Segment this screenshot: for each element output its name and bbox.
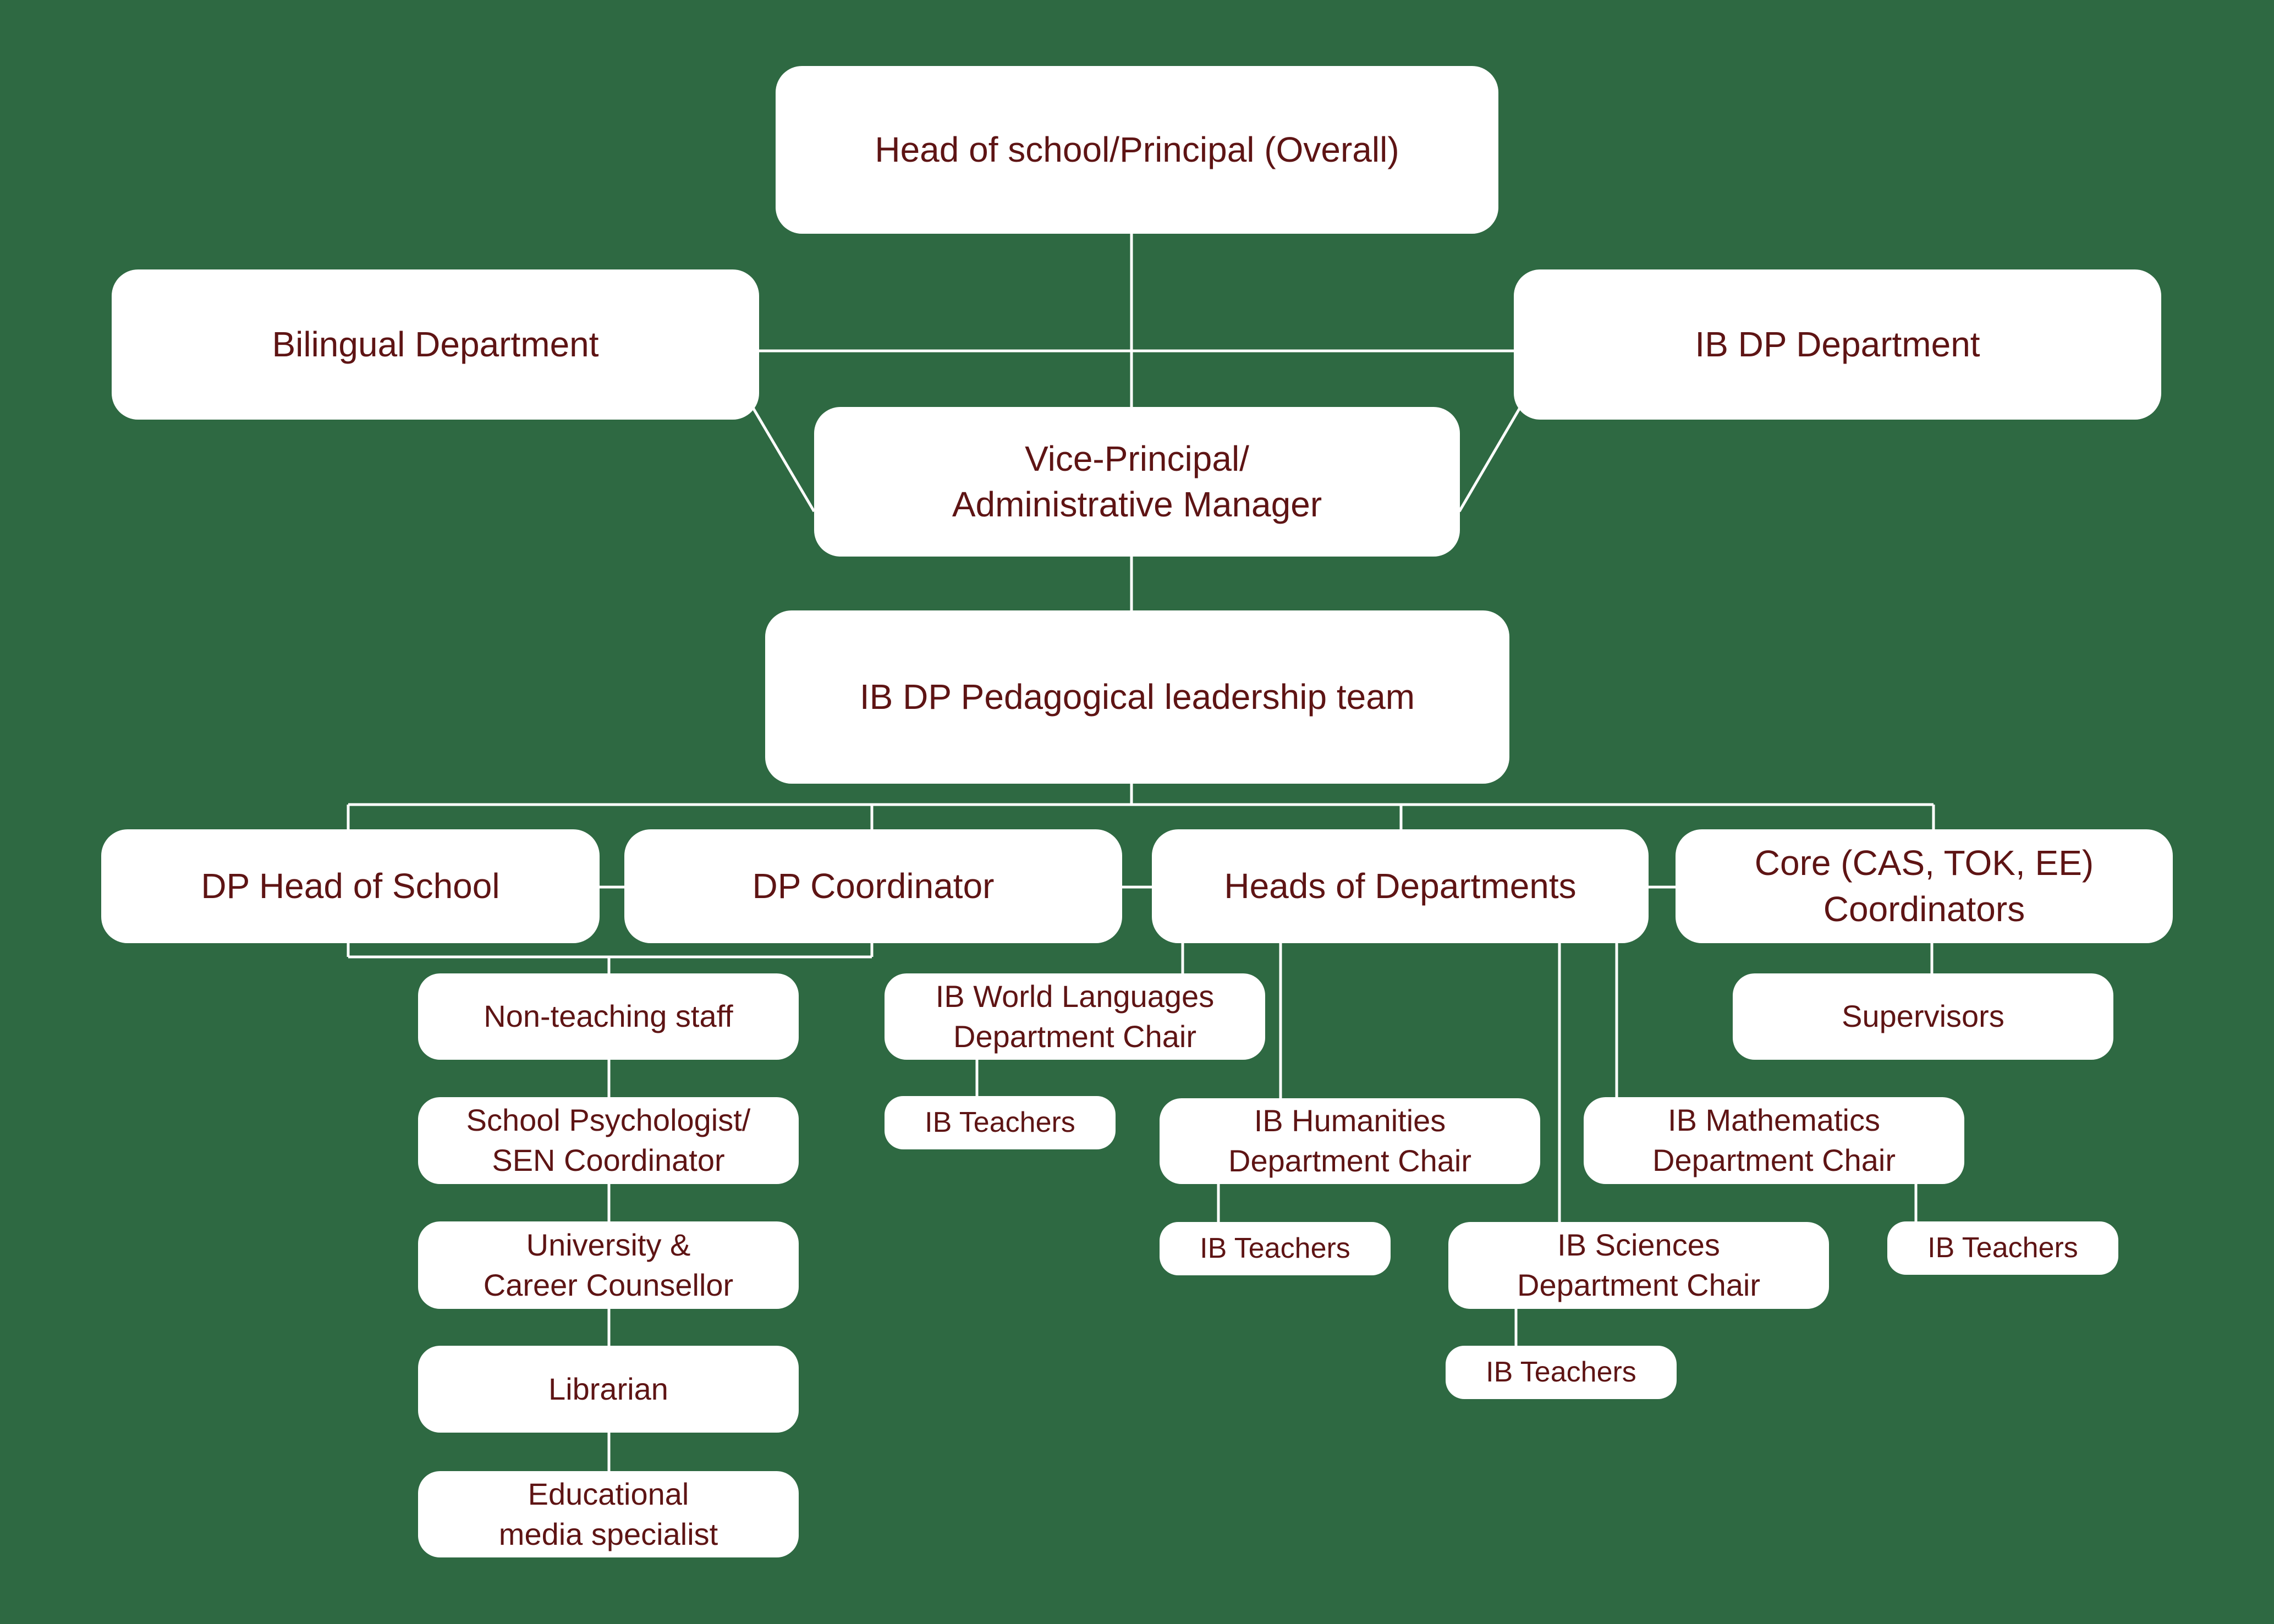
- humanities-chair-label-line1: IB Humanities: [1254, 1103, 1446, 1138]
- vice-principal-box: Vice-Principal/ Administrative Manager: [814, 407, 1460, 557]
- mathematics-chair-label-line2: Department Chair: [1652, 1143, 1896, 1177]
- core-coordinators-box: Core (CAS, TOK, EE) Coordinators: [1676, 829, 2173, 943]
- teachers-sciences-label: IB Teachers: [1486, 1356, 1636, 1388]
- teachers-sciences-box: IB Teachers: [1446, 1346, 1677, 1399]
- media-specialist-box: Educational media specialist: [418, 1471, 799, 1557]
- dp-coordinator-box: DP Coordinator: [624, 829, 1122, 943]
- teachers-languages-box: IB Teachers: [885, 1096, 1116, 1149]
- core-coordinators-label-line2: Coordinators: [1823, 889, 2025, 929]
- heads-of-departments-label: Heads of Departments: [1224, 866, 1577, 906]
- sciences-chair-label-line2: Department Chair: [1517, 1268, 1760, 1302]
- school-psychologist-label-line2: SEN Coordinator: [492, 1143, 725, 1177]
- head-of-school-box: Head of school/Principal (Overall): [776, 66, 1498, 234]
- pedagogical-leadership-box: IB DP Pedagogical leadership team: [765, 610, 1509, 784]
- vice-principal-label-line2: Administrative Manager: [952, 485, 1322, 524]
- non-teaching-staff-label: Non-teaching staff: [484, 999, 733, 1034]
- career-counsellor-box: University & Career Counsellor: [418, 1221, 799, 1309]
- world-languages-chair-box: IB World Languages Department Chair: [885, 973, 1265, 1060]
- career-counsellor-label-line1: University &: [526, 1227, 691, 1262]
- teachers-languages-label: IB Teachers: [925, 1106, 1075, 1138]
- school-psychologist-box: School Psychologist/ SEN Coordinator: [418, 1097, 799, 1184]
- teachers-mathematics-label: IB Teachers: [1927, 1231, 2078, 1264]
- media-specialist-label-line2: media specialist: [498, 1516, 718, 1551]
- librarian-label: Librarian: [548, 1371, 668, 1406]
- world-languages-chair-label-line2: Department Chair: [953, 1019, 1196, 1054]
- world-languages-chair-label-line1: IB World Languages: [935, 978, 1215, 1014]
- school-psychologist-label-line1: School Psychologist/: [466, 1103, 751, 1138]
- career-counsellor-label-line2: Career Counsellor: [483, 1267, 734, 1302]
- teachers-humanities-label: IB Teachers: [1200, 1232, 1350, 1264]
- librarian-box: Librarian: [418, 1346, 799, 1433]
- non-teaching-staff-box: Non-teaching staff: [418, 973, 799, 1060]
- core-coordinators-label-line1: Core (CAS, TOK, EE): [1754, 843, 2094, 883]
- pedagogical-leadership-label: IB DP Pedagogical leadership team: [859, 676, 1415, 717]
- humanities-chair-label-line2: Department Chair: [1228, 1143, 1471, 1178]
- heads-of-departments-box: Heads of Departments: [1152, 829, 1649, 943]
- dp-coordinator-label: DP Coordinator: [752, 866, 995, 906]
- ibdp-department-label: IB DP Department: [1695, 324, 1980, 364]
- sciences-chair-label-line1: IB Sciences: [1557, 1227, 1720, 1263]
- bilingual-department-label: Bilingual Department: [272, 324, 599, 364]
- teachers-humanities-box: IB Teachers: [1160, 1222, 1391, 1275]
- media-specialist-label-line1: Educational: [528, 1476, 689, 1511]
- head-of-school-label: Head of school/Principal (Overall): [875, 129, 1399, 169]
- mathematics-chair-box: IB Mathematics Department Chair: [1584, 1097, 1964, 1184]
- ibdp-department-box: IB DP Department: [1514, 269, 2161, 420]
- teachers-mathematics-box: IB Teachers: [1887, 1221, 2118, 1275]
- dp-head-of-school-label: DP Head of School: [201, 866, 500, 906]
- vice-principal-label-line1: Vice-Principal/: [1025, 438, 1249, 478]
- dp-head-of-school-box: DP Head of School: [101, 829, 600, 943]
- mathematics-chair-label-line1: IB Mathematics: [1668, 1103, 1880, 1138]
- humanities-chair-box: IB Humanities Department Chair: [1160, 1098, 1540, 1184]
- bilingual-department-box: Bilingual Department: [112, 269, 759, 420]
- sciences-chair-box: IB Sciences Department Chair: [1448, 1222, 1829, 1309]
- supervisors-box: Supervisors: [1733, 973, 2113, 1060]
- supervisors-label: Supervisors: [1842, 999, 2004, 1034]
